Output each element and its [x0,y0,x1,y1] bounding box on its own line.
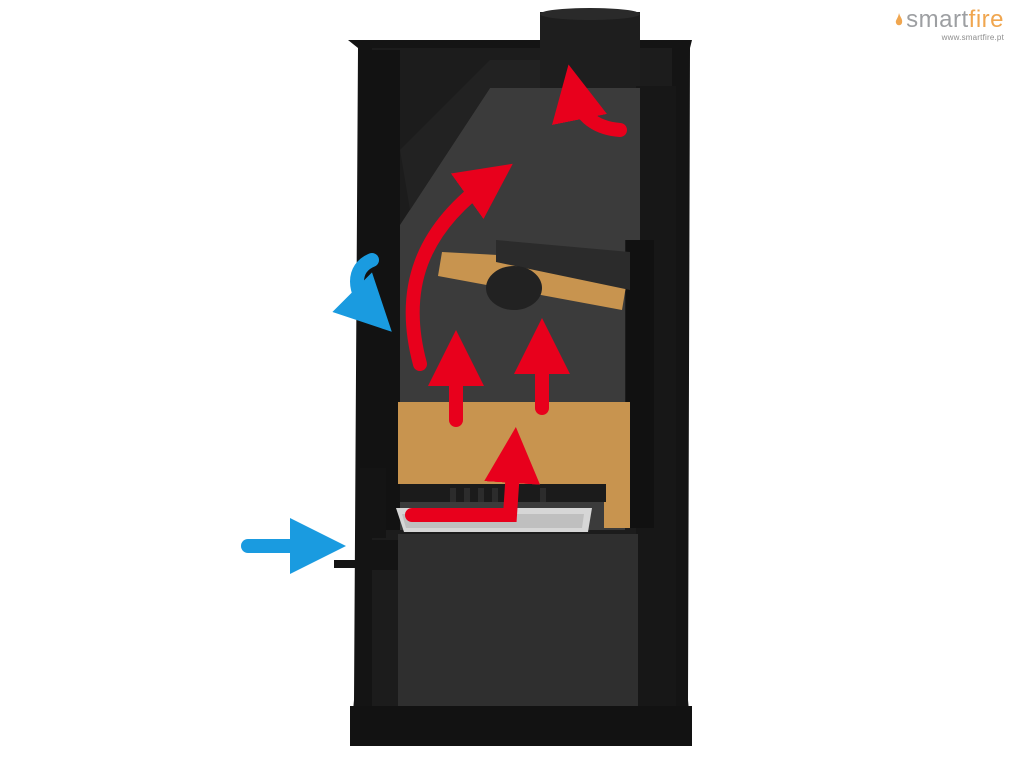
right-inner-panel [626,240,654,528]
baffle-plate [438,240,630,310]
cold-air-arrow-airwash [332,253,392,332]
flue-pipe [540,8,640,88]
cold-air-flow [241,253,392,574]
brand-name-smart: smart [906,6,969,33]
flame-icon [895,13,903,26]
brand-url: www.smartfire.pt [941,33,1004,42]
hot-air-arrow-grate [405,427,541,522]
brand-name: smartfire [906,8,1004,32]
base-plinth [350,706,692,746]
hot-air-flow [405,64,627,522]
left-door-frame [360,50,400,530]
hot-air-arrow-main [405,163,513,371]
brand-logo: smartfire www.smartfire.pt [894,8,1004,42]
hot-air-arrow-flue [552,64,627,137]
grate [400,484,606,502]
lower-compartment [398,534,638,706]
brand-name-fire: fire [968,6,1004,33]
door-handle [334,468,400,570]
